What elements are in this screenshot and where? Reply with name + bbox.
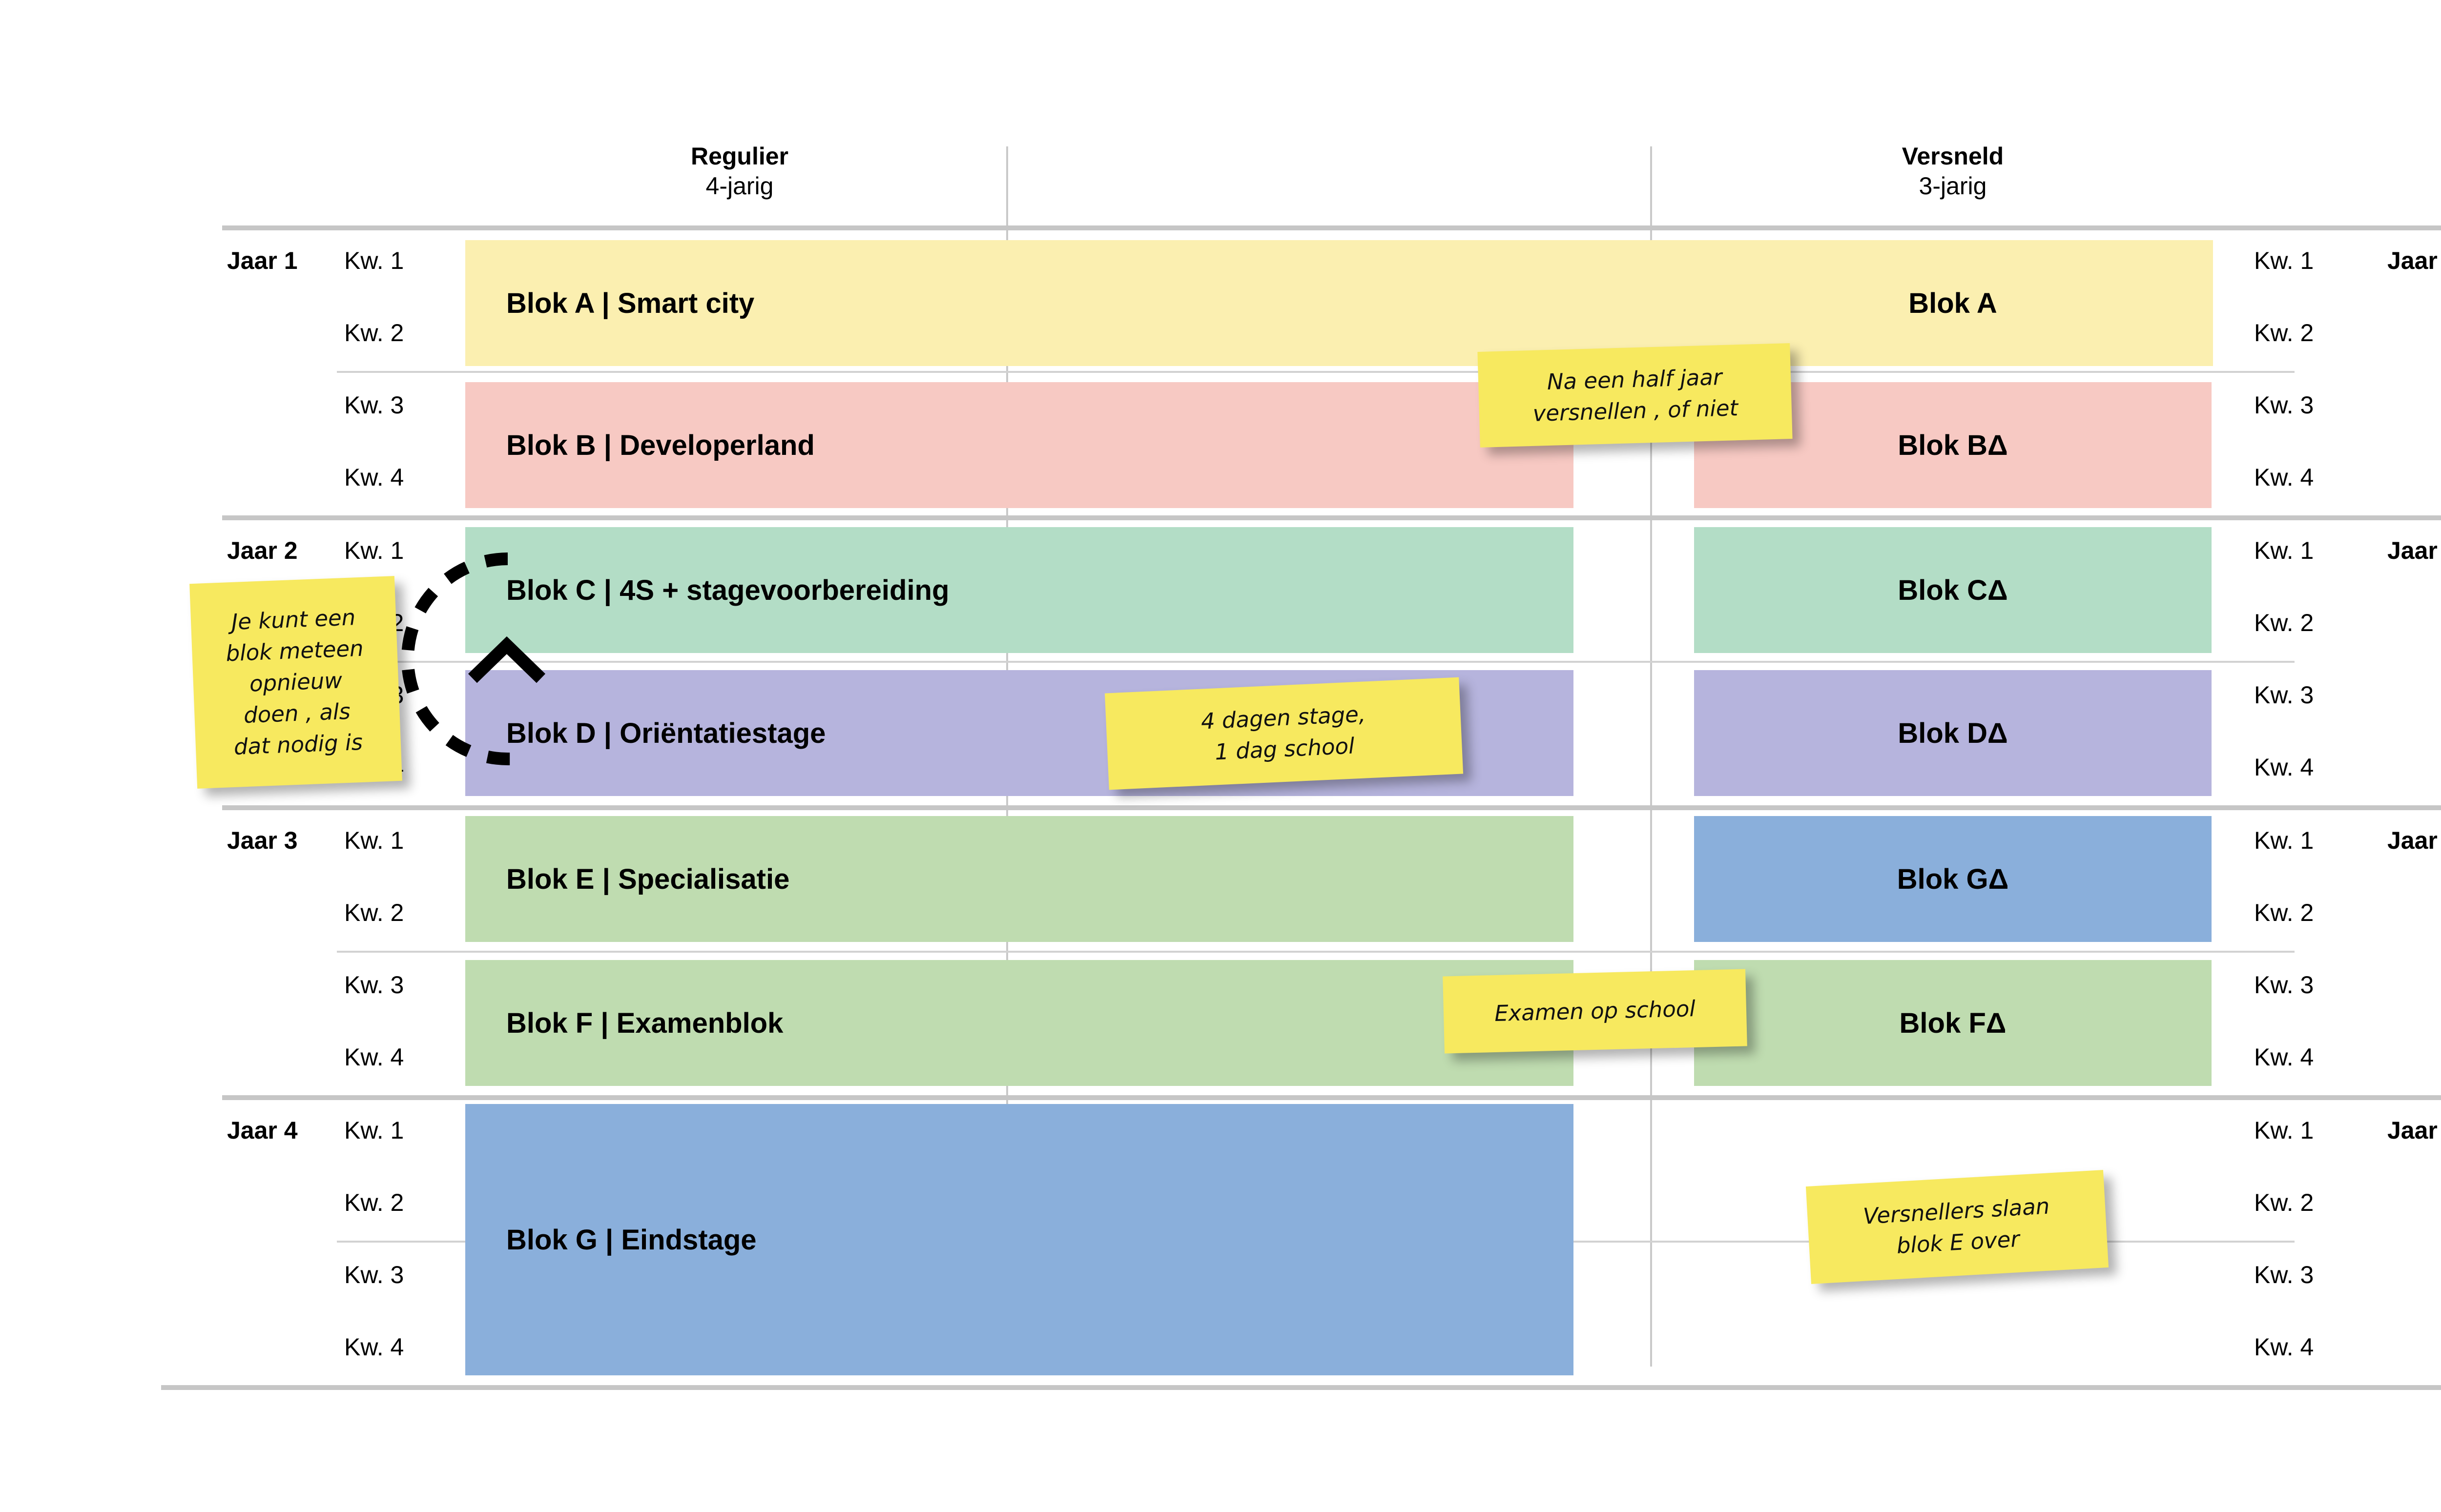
- sticky-note-versnellers-text: Versnellers slaan blok E over: [1862, 1193, 2050, 1259]
- quarter-label-right-y1-q3: Kw. 3: [2254, 391, 2314, 419]
- block-versneld-f-label: Blok FΔ: [1899, 1007, 2007, 1039]
- block-versneld-g[interactable]: Blok GΔ: [1694, 816, 2212, 942]
- sticky-note-versnellen[interactable]: Na een half jaar versnellen , of niet: [1477, 343, 1793, 448]
- year-label-left-3: Jaar 3: [227, 827, 298, 854]
- sticky-note-stage[interactable]: 4 dagen stage, 1 dag school: [1104, 677, 1464, 790]
- year-label-left-1: Jaar 1: [227, 247, 298, 274]
- block-versneld-d[interactable]: Blok DΔ: [1694, 670, 2212, 796]
- quarter-label-right-y2-q2: Kw. 2: [2254, 609, 2314, 636]
- quarter-label-right-y1-q4: Kw. 4: [2254, 464, 2314, 491]
- rule-top: [222, 225, 2441, 230]
- block-versneld-c-label: Blok CΔ: [1898, 574, 2008, 606]
- quarter-label-left-y3-q3: Kw. 3: [344, 971, 404, 999]
- column-header-versneld: Versneld 3-jarig: [1758, 142, 2148, 201]
- block-regulier-c[interactable]: Blok C | 4S + stagevoorbereiding: [465, 527, 1573, 653]
- sticky-note-versnellen-text: Na een half jaar versnellen , of niet: [1532, 364, 1738, 427]
- sticky-note-versnellers[interactable]: Versnellers slaan blok E over: [1805, 1170, 2109, 1284]
- year-label-right-1: Jaar 1: [2387, 247, 2441, 274]
- block-regulier-a-label: Blok A | Smart city: [506, 287, 755, 319]
- year-label-right-4: Jaar 4: [2387, 1117, 2441, 1144]
- year-label-left-4: Jaar 4: [227, 1117, 298, 1144]
- quarter-label-left-y1-q1: Kw. 1: [344, 247, 404, 274]
- column-header-regulier-subtitle: 4-jarig: [705, 172, 774, 200]
- block-regulier-d-label: Blok D | Oriëntatiestage: [506, 717, 826, 749]
- quarter-label-left-y3-q2: Kw. 2: [344, 899, 404, 926]
- quarter-label-left-y1-q2: Kw. 2: [344, 319, 404, 347]
- sticky-note-opnieuw-text: Je kunt een blok meteen opnieuw doen , a…: [225, 604, 364, 760]
- quarter-label-right-y3-q4: Kw. 4: [2254, 1043, 2314, 1071]
- quarter-label-right-y4-q2: Kw. 2: [2254, 1189, 2314, 1216]
- sticky-note-stage-text: 4 dagen stage, 1 dag school: [1200, 701, 1366, 765]
- quarter-label-right-y1-q2: Kw. 2: [2254, 319, 2314, 347]
- year-label-left-2: Jaar 2: [227, 537, 298, 564]
- quarter-label-left-y3-q1: Kw. 1: [344, 827, 404, 854]
- rule-year2-mid: [337, 661, 2295, 663]
- quarter-label-left-y4-q4: Kw. 4: [344, 1333, 404, 1361]
- rule-year1-mid: [337, 371, 2295, 373]
- quarter-label-left-y2-q1: Kw. 1: [344, 537, 404, 564]
- quarter-label-right-y3-q1: Kw. 1: [2254, 827, 2314, 854]
- block-regulier-f[interactable]: Blok F | Examenblok: [465, 960, 1573, 1086]
- block-regulier-c-label: Blok C | 4S + stagevoorbereiding: [506, 574, 950, 606]
- quarter-label-right-y2-q4: Kw. 4: [2254, 754, 2314, 781]
- quarter-label-right-y3-q2: Kw. 2: [2254, 899, 2314, 926]
- quarter-label-left-y4-q1: Kw. 1: [344, 1117, 404, 1144]
- block-regulier-f-label: Blok F | Examenblok: [506, 1007, 784, 1039]
- quarter-label-right-y3-q3: Kw. 3: [2254, 971, 2314, 999]
- year-label-right-3: Jaar 3: [2387, 827, 2441, 854]
- block-regulier-b[interactable]: Blok B | Developerland: [465, 382, 1573, 508]
- rule-year3-mid: [337, 951, 2295, 953]
- block-versneld-b-label: Blok BΔ: [1898, 429, 2008, 461]
- block-regulier-b-label: Blok B | Developerland: [506, 429, 815, 461]
- column-header-regulier-title: Regulier: [690, 143, 789, 170]
- block-versneld-c[interactable]: Blok CΔ: [1694, 527, 2212, 653]
- vertical-divider-versneld: [1650, 146, 1652, 1367]
- quarter-label-right-y4-q4: Kw. 4: [2254, 1333, 2314, 1361]
- rule-bottom: [161, 1385, 2441, 1390]
- block-versneld-d-label: Blok DΔ: [1898, 717, 2008, 749]
- quarter-label-left-y3-q4: Kw. 4: [344, 1043, 404, 1071]
- quarter-label-right-y1-q1: Kw. 1: [2254, 247, 2314, 274]
- quarter-label-right-y2-q1: Kw. 1: [2254, 537, 2314, 564]
- rule-year2-year3: [222, 805, 2441, 810]
- rule-year3-year4: [222, 1095, 2441, 1100]
- block-regulier-g-label: Blok G | Eindstage: [506, 1224, 757, 1256]
- block-versneld-f[interactable]: Blok FΔ: [1694, 960, 2212, 1086]
- block-versneld-a-label: Blok A: [1908, 287, 1997, 319]
- sticky-note-examen[interactable]: Examen op school: [1443, 969, 1747, 1054]
- sticky-note-opnieuw[interactable]: Je kunt een blok meteen opnieuw doen , a…: [189, 576, 402, 789]
- quarter-label-left-y4-q2: Kw. 2: [344, 1189, 404, 1216]
- block-versneld-a[interactable]: Blok A: [1694, 240, 2212, 366]
- block-versneld-g-label: Blok GΔ: [1897, 863, 2009, 895]
- sticky-note-examen-text: Examen op school: [1494, 996, 1696, 1027]
- quarter-label-right-y4-q1: Kw. 1: [2254, 1117, 2314, 1144]
- quarter-label-left-y4-q3: Kw. 3: [344, 1261, 404, 1288]
- block-regulier-e-label: Blok E | Specialisatie: [506, 863, 790, 895]
- column-header-versneld-title: Versneld: [1902, 143, 2004, 170]
- block-regulier-a[interactable]: Blok A | Smart city: [465, 240, 2213, 366]
- column-header-versneld-subtitle: 3-jarig: [1919, 172, 1987, 200]
- rule-year1-year2: [222, 515, 2441, 520]
- column-header-regulier: Regulier 4-jarig: [544, 142, 935, 201]
- block-regulier-g[interactable]: Blok G | Eindstage: [465, 1104, 1573, 1375]
- quarter-label-right-y4-q3: Kw. 3: [2254, 1261, 2314, 1288]
- quarter-label-left-y1-q4: Kw. 4: [344, 464, 404, 491]
- quarter-label-right-y2-q3: Kw. 3: [2254, 681, 2314, 709]
- block-versneld-b[interactable]: Blok BΔ: [1694, 382, 2212, 508]
- quarter-label-left-y1-q3: Kw. 3: [344, 391, 404, 419]
- year-label-right-2: Jaar 2: [2387, 537, 2441, 564]
- block-regulier-e[interactable]: Blok E | Specialisatie: [465, 816, 1573, 942]
